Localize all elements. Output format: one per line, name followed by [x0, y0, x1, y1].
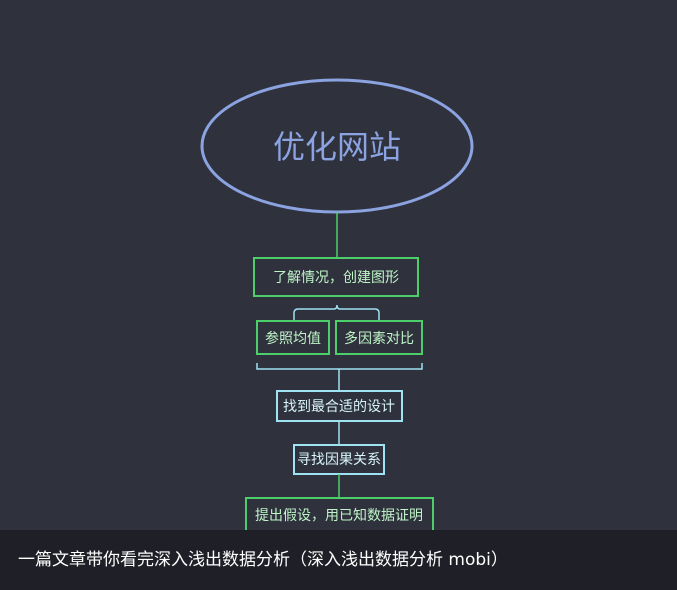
- step1-label: 了解情况，创建图形: [273, 270, 399, 286]
- step4-label: 寻找因果关系: [297, 452, 381, 468]
- branch-bracket: [293, 304, 380, 321]
- step3-label: 找到最合适的设计: [283, 399, 395, 415]
- root-node-label: 优化网站: [273, 128, 401, 166]
- step2b-label: 多因素对比: [344, 330, 414, 347]
- step2a-box: [256, 320, 330, 355]
- caption-text: 一篇文章带你看完深入浅出数据分析（深入浅出数据分析 mobi）: [18, 550, 508, 570]
- merge-bracket: [256, 363, 423, 381]
- step1-box: [253, 257, 419, 297]
- caption-bar: 一篇文章带你看完深入浅出数据分析（深入浅出数据分析 mobi）: [0, 530, 677, 590]
- step2b-box: [335, 320, 423, 355]
- step5-label: 提出假设，用已知数据证明: [255, 507, 423, 524]
- step2a-label: 参照均值: [265, 330, 321, 347]
